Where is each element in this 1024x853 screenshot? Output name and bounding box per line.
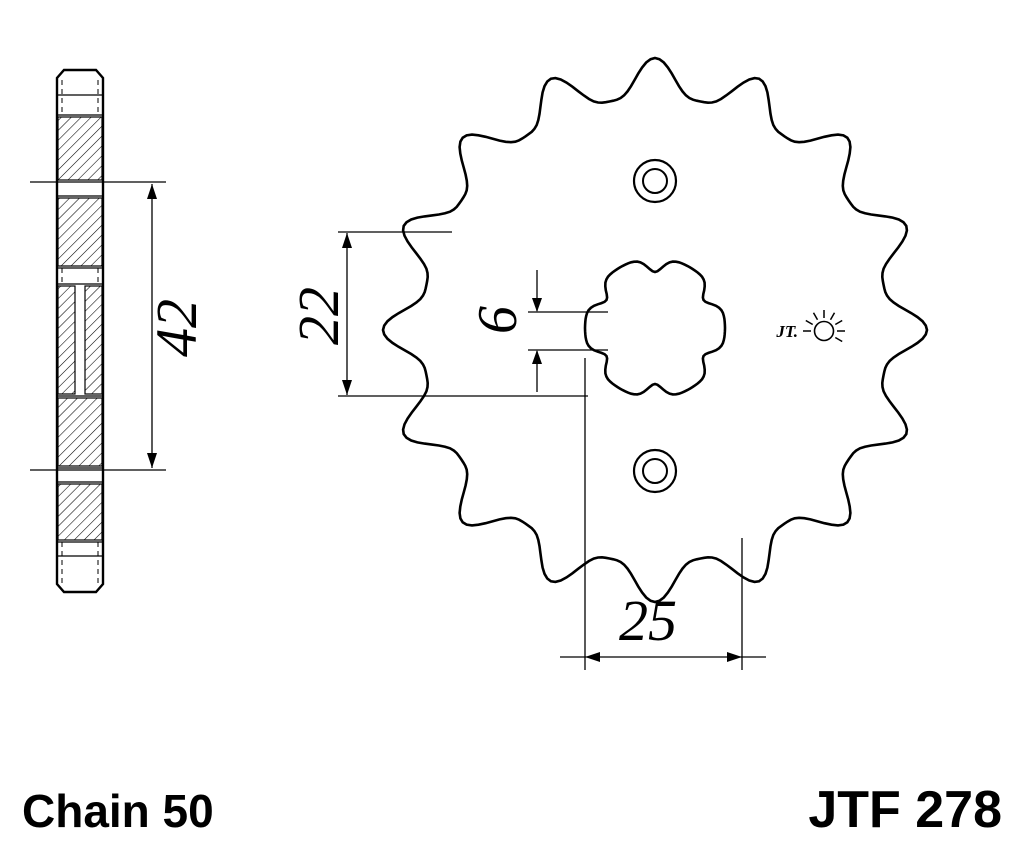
bolt-hole-bottom-inner — [642, 458, 668, 484]
dimension-25-label: 25 — [619, 588, 677, 653]
sun-ray-icon — [812, 312, 819, 321]
shaft-hidden-lines — [61, 80, 99, 584]
shaft-section-lines — [57, 94, 103, 557]
jt-sun-logo: JT. — [775, 310, 845, 343]
hatch-band-wall-right — [84, 285, 103, 395]
hatch-band — [57, 116, 103, 181]
arrowhead-up — [342, 233, 352, 248]
jt-logo-text: JT. — [775, 322, 798, 341]
dimension-42: 42 — [30, 181, 209, 471]
bolt-hole-bottom-outer — [632, 448, 678, 494]
sun-ray-icon — [834, 319, 843, 326]
hatch-band — [57, 197, 103, 267]
hatch-band — [57, 483, 103, 541]
dimension-22-label: 22 — [286, 287, 351, 345]
bolt-hole-top-outer — [632, 158, 678, 204]
dimension-42-label: 42 — [144, 299, 209, 357]
sun-rays-icon — [803, 310, 845, 343]
dimension-6: 6 — [467, 270, 608, 392]
dimension-22: 22 — [286, 231, 588, 397]
shaft-outline — [55, 68, 105, 594]
bolt-hole-top-inner — [642, 168, 668, 194]
chain-size-label: Chain 50 — [22, 785, 214, 837]
hatch-band-wall-left — [57, 285, 76, 395]
arrowhead-down — [342, 380, 352, 395]
sprocket-outline — [381, 56, 929, 604]
sun-ray-icon — [829, 312, 836, 321]
side-view — [55, 68, 105, 594]
arrowhead-up — [532, 350, 542, 364]
hatch-band — [57, 397, 103, 467]
spline-bore — [583, 260, 727, 396]
front-view — [381, 56, 929, 604]
part-number-label: JTF 278 — [808, 781, 1002, 839]
sun-ray-icon — [834, 336, 843, 343]
arrowhead-down — [532, 298, 542, 312]
dimension-6-label: 6 — [467, 306, 529, 334]
arrowhead-left — [585, 652, 600, 662]
arrowhead-right — [727, 652, 742, 662]
arrowhead-up — [147, 184, 157, 199]
dimension-25: 25 — [560, 358, 766, 670]
arrowhead-down — [147, 453, 157, 468]
sun-circle-icon — [813, 320, 835, 342]
sun-ray-icon — [805, 319, 814, 326]
